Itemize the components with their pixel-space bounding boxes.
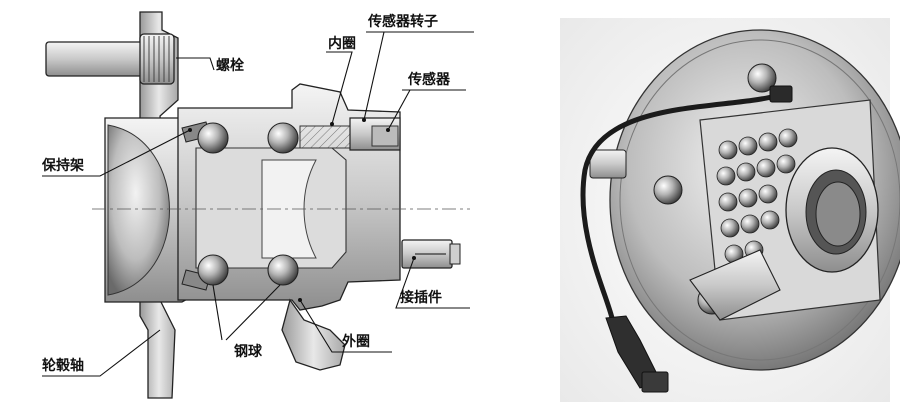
label-connector: 接插件 xyxy=(400,289,442,306)
bearing-cross-section xyxy=(45,11,470,399)
label-sensor: 传感器 xyxy=(407,71,451,88)
bolt-drawing xyxy=(45,33,175,85)
label-steel-ball: 钢球 xyxy=(234,343,263,360)
label-inner-ring: 内圈 xyxy=(328,35,356,52)
label-sensor-rotor: 传感器转子 xyxy=(367,13,438,30)
label-cage: 保持架 xyxy=(41,157,84,174)
label-hub-shaft: 轮毂轴 xyxy=(42,357,84,374)
callouts: 螺栓 内圈 传感器转子 传感器 保持架 轮毂轴 钢球 外圈 接插件 xyxy=(41,13,474,377)
label-bolt: 螺栓 xyxy=(216,57,244,74)
connector-drawing xyxy=(401,239,461,269)
label-outer-ring: 外圈 xyxy=(342,333,370,350)
bearing-3d-render xyxy=(560,18,900,402)
